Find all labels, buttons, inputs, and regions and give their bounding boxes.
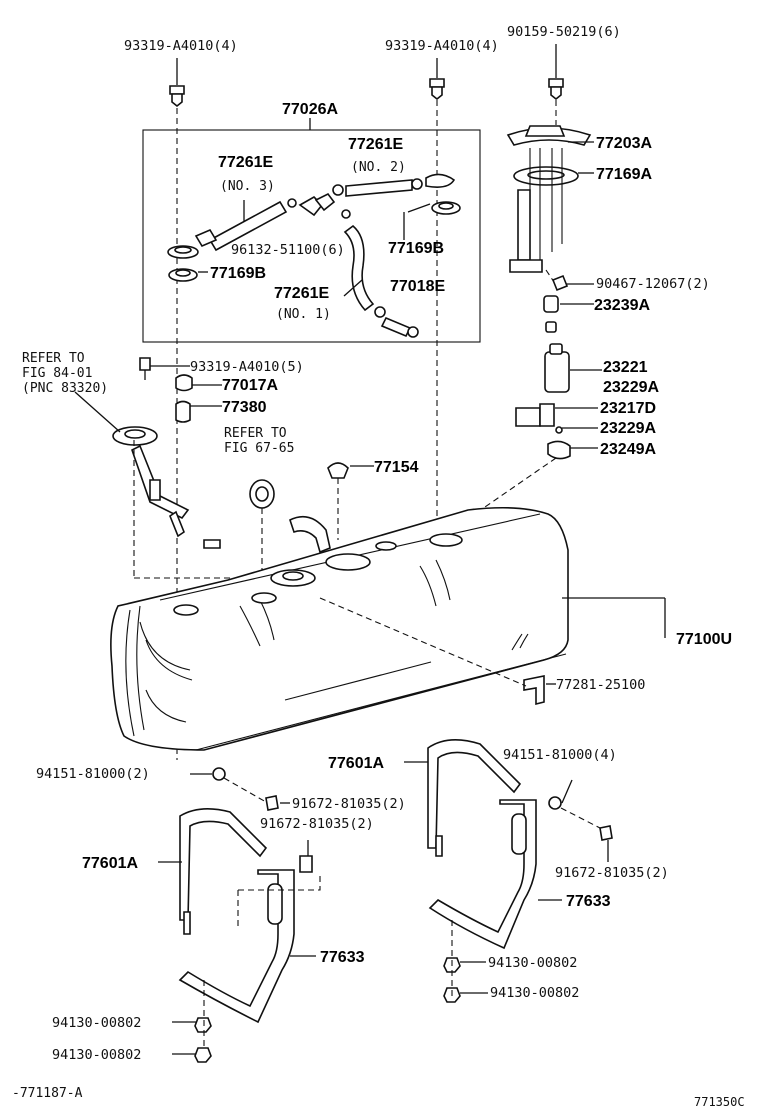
label-77633-right: 77633 <box>566 893 611 910</box>
filler-grommet <box>249 479 275 590</box>
part-labels: 93319-A4010(4) 93319-A4010(4) 90159-5021… <box>12 24 745 1109</box>
footer-ref-left: -771187-A <box>12 1086 83 1101</box>
hose-kit-box <box>142 118 481 343</box>
label-91672-left-2: 91672-81035(2) <box>260 816 374 832</box>
label-91672-right: 91672-81035(2) <box>555 865 669 881</box>
grommet-77017a <box>175 374 193 392</box>
label-refer-67-b: FIG 67-65 <box>224 441 294 456</box>
label-91672-left-1: 91672-81035(2) <box>292 796 406 812</box>
label-77601a-right: 77601A <box>328 755 384 772</box>
leader-lines <box>150 141 609 1055</box>
bolt-91672-left-1 <box>265 795 279 811</box>
bracket-77281 <box>523 675 545 706</box>
nut-94151-right <box>548 796 601 829</box>
label-77017a: 77017A <box>222 377 278 394</box>
label-refer-84-b: FIG 84-01 <box>22 366 92 381</box>
bolt-91672-right <box>599 825 613 841</box>
label-refer-84-a: REFER TO <box>22 351 85 366</box>
label-77100u: 77100U <box>676 631 732 648</box>
label-refer-67-a: REFER TO <box>224 426 287 441</box>
label-93319-5: 93319-A4010(5) <box>190 359 304 375</box>
label-93319-right: 93319-A4010(4) <box>385 38 499 54</box>
fuel-tank-77100u <box>110 506 666 751</box>
label-94151-right: 94151-81000(4) <box>503 747 617 763</box>
label-77380: 77380 <box>222 399 267 416</box>
label-77169a: 77169A <box>596 166 652 183</box>
hose-no2 <box>345 173 456 197</box>
nuts-94130-left <box>194 980 212 1063</box>
clamp-77154 <box>327 462 349 540</box>
label-94130-right-2: 94130-00802 <box>490 985 579 1001</box>
connector-23217d <box>515 403 563 434</box>
label-77018e: 77018E <box>390 278 445 295</box>
clip-90467 <box>551 274 569 292</box>
label-no3: (NO. 3) <box>220 179 275 194</box>
leader-bracket <box>319 597 527 687</box>
label-no2: (NO. 2) <box>351 160 406 175</box>
leader-refer1 <box>74 391 121 433</box>
strainer-23249a <box>547 440 571 460</box>
hose-no1 <box>343 224 419 338</box>
label-94130-left-1: 94130-00802 <box>52 1015 141 1031</box>
filter-23239a <box>543 295 559 333</box>
label-77261e-no3: 77261E <box>218 154 273 171</box>
label-93319-left: 93319-A4010(4) <box>124 38 238 54</box>
cap-77380 <box>175 400 191 423</box>
label-no1: (NO. 1) <box>276 307 331 322</box>
nuts-94130-right <box>443 920 461 1003</box>
label-90467: 90467-12067(2) <box>596 276 710 292</box>
label-96132: 96132-51100(6) <box>231 242 345 258</box>
label-refer-84-c: (PNC 83320) <box>22 381 108 396</box>
bolt-93319-5 <box>139 357 151 380</box>
label-94130-right-1: 94130-00802 <box>488 955 577 971</box>
label-23239a: 23239A <box>594 297 650 314</box>
label-77261e-no1: 77261E <box>274 285 329 302</box>
label-77633-left: 77633 <box>320 949 365 966</box>
sender-gauge-77203a <box>506 125 592 286</box>
label-23221: 23221 <box>603 359 648 376</box>
label-90159: 90159-50219(6) <box>507 24 621 40</box>
fuel-pump-23221 <box>544 343 570 393</box>
label-23229a-1: 23229A <box>603 379 659 396</box>
strap-77601a-left <box>179 808 268 935</box>
label-77026a: 77026A <box>282 101 338 118</box>
label-77601a-left: 77601A <box>82 855 138 872</box>
label-77169b-left: 77169B <box>210 265 266 282</box>
label-77261e-no2: 77261E <box>348 136 403 153</box>
bolt-90159 <box>548 44 564 125</box>
label-77281: 77281-25100 <box>556 677 645 693</box>
label-23217d: 23217D <box>600 400 656 417</box>
nut-94151-left <box>212 767 267 803</box>
label-77169b-right: 77169B <box>388 240 444 257</box>
level-sender-left <box>112 426 262 579</box>
label-77203a: 77203A <box>596 135 652 152</box>
label-94130-left-2: 94130-00802 <box>52 1047 141 1063</box>
grommet-77169b-right <box>431 201 461 215</box>
bracket-77633-right <box>428 799 537 950</box>
label-23249a: 23249A <box>600 441 656 458</box>
label-77154: 77154 <box>374 459 419 476</box>
strap-77601a-right <box>427 739 522 857</box>
bolt-93319-right <box>429 58 445 540</box>
hose-no3 <box>194 198 297 252</box>
footer-ref-right: 771350C <box>694 1095 745 1109</box>
joint-fitting <box>298 184 351 219</box>
bracket-77633-left <box>178 869 295 1024</box>
leader-pump-to-tank <box>439 457 557 539</box>
label-94151-left: 94151-81000(2) <box>36 766 150 782</box>
label-23229a-2: 23229A <box>600 420 656 437</box>
grommet-77169b-left <box>167 245 199 282</box>
